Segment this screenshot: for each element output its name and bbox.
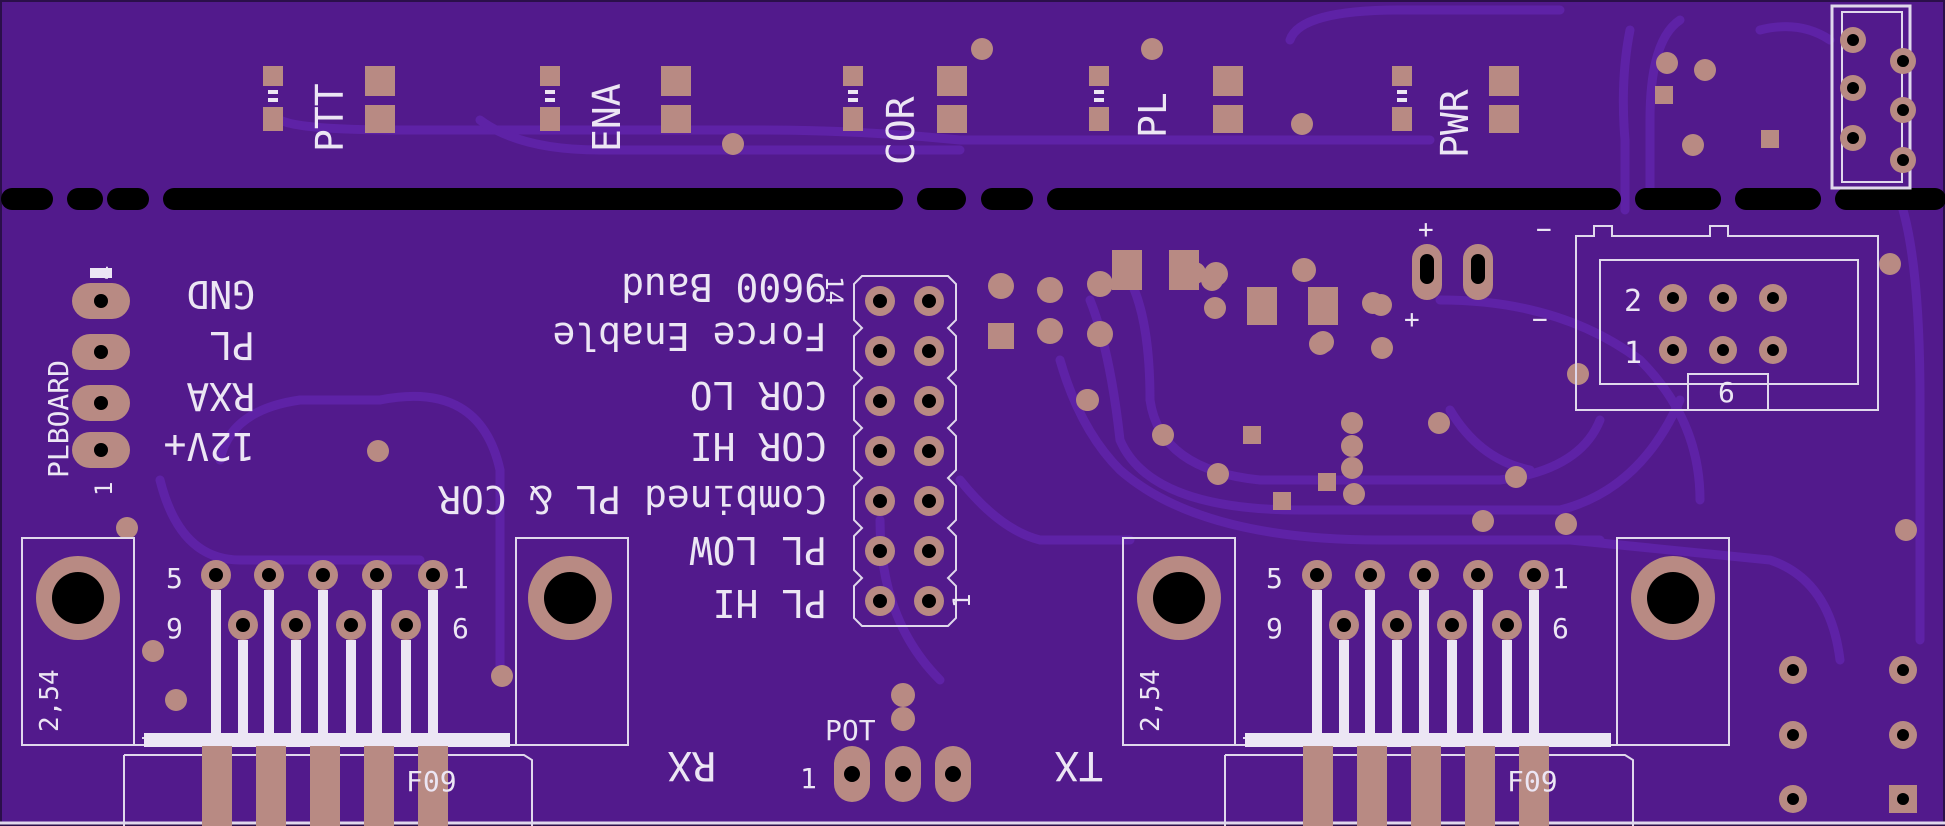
connector6-id: 6	[1718, 376, 1735, 409]
led-label-ptt: PTT	[308, 83, 352, 152]
db9-tx-pin5: 5	[1266, 562, 1283, 595]
plboard-pin-label: 12V+	[163, 424, 255, 468]
copper-traces	[155, 5, 1925, 685]
led-pads	[263, 66, 1519, 133]
header-label: PL LOW	[690, 528, 827, 572]
header-pin-top: 14	[820, 276, 848, 305]
header-label: 9600 Baud	[621, 265, 827, 309]
power-plus-bottom: +	[1404, 305, 1420, 335]
power-pads	[1412, 244, 1493, 300]
led-label-ena: ENA	[585, 83, 629, 152]
db9-tx-name: TX	[1055, 742, 1103, 788]
top-right-header	[1830, 4, 1916, 190]
plboard-pin-label: RXA	[186, 374, 255, 418]
led-label-pwr: PWR	[1433, 89, 1477, 158]
power-minus-bottom: −	[1532, 305, 1548, 335]
db9-rx-connector	[21, 537, 629, 826]
plboard-pin-label: GND	[186, 272, 255, 316]
power-minus-top: −	[1536, 215, 1552, 245]
header-label: Force Enable	[552, 314, 827, 358]
plboard-pin-label: PL	[209, 323, 255, 367]
right-bottom-drills	[1787, 664, 1909, 805]
db9-tx-pin6: 6	[1552, 612, 1569, 645]
led-label-cor: COR	[879, 96, 923, 165]
header-pin-bottom: 1	[948, 594, 976, 608]
db9-rx-pin9: 9	[166, 612, 183, 645]
pot-pin1: 1	[800, 762, 817, 795]
square-testpoints	[1243, 86, 1779, 510]
smd-components	[988, 250, 1338, 349]
plboard-pin-labels: GND PL RXA 12V+	[163, 272, 255, 468]
db9-tx-part: F09	[1507, 765, 1558, 798]
led-label-pl: PL	[1131, 92, 1175, 138]
pot-footprint	[834, 683, 971, 802]
db9-rx-pin5: 5	[166, 562, 183, 595]
led-silk-marks	[268, 90, 1407, 102]
plboard-pin-high: 4	[90, 266, 118, 280]
header-label: COR HI	[690, 424, 827, 468]
db9-rx-dim: 2,54	[35, 669, 65, 732]
connector6-outline	[1575, 225, 1879, 411]
header-label: COR LO	[690, 373, 827, 417]
db9-tx-dim: 2,54	[1136, 669, 1166, 732]
transistor-pads	[988, 271, 1392, 411]
db9-rx-name: RX	[668, 742, 716, 788]
header-label: Combined PL & COR	[438, 477, 827, 521]
plboard-header	[72, 268, 130, 468]
db9-tx-pin9: 9	[1266, 612, 1283, 645]
header-label: PL HI	[713, 581, 827, 625]
power-plus-top: +	[1418, 215, 1434, 245]
db9-tx-connector	[1122, 537, 1730, 826]
connector6-drills	[1667, 292, 1779, 356]
plboard-title: PLBOARD	[42, 360, 75, 478]
pot-label: POT	[825, 714, 876, 747]
connector6-row1: 1	[1624, 336, 1642, 371]
db9-rx-part: F09	[406, 765, 457, 798]
db9-tx-pin1: 1	[1552, 562, 1569, 595]
header-labels: 9600 Baud Force Enable COR LO COR HI Com…	[438, 265, 827, 625]
connector6-row2: 2	[1624, 284, 1642, 319]
db9-rx-pin6: 6	[452, 612, 469, 645]
db9-rx-pin1: 1	[452, 562, 469, 595]
header-2x7	[853, 275, 957, 627]
plboard-pin-low: 1	[90, 482, 118, 496]
